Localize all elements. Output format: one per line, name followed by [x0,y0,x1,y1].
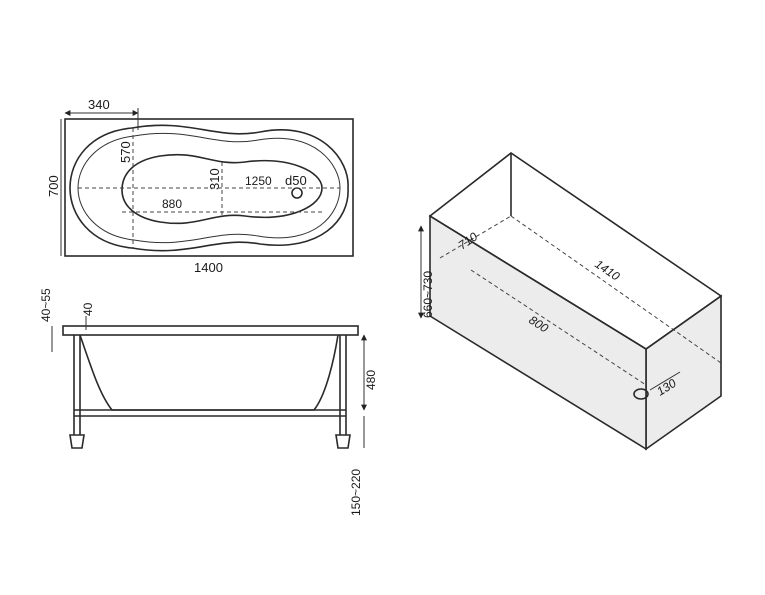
tub-basin [121,153,323,225]
tub-outer-rim [69,124,349,252]
tub-inner-rim [77,132,341,244]
side-rim [62,325,359,336]
side-foot-left [69,434,85,449]
top-view: 340 570 700 310 1250 d50 880 1400 [46,97,354,275]
dim-1250: 1250 [245,174,272,188]
dim-1400: 1400 [194,260,223,275]
dim-700: 700 [46,175,61,197]
dim-150-220: 150~220 [349,469,363,516]
dim-1410: 1410 [592,257,622,284]
dim-880: 880 [162,197,182,211]
dim-40-55: 40~55 [39,288,53,322]
dim-660-730: 660~730 [421,271,435,318]
dim-d50: d50 [285,173,307,188]
dim-480: 480 [364,370,378,390]
dim-40: 40 [81,302,95,316]
side-view: 40~55 40 480 150~220 [39,288,378,516]
iso-view: 660~730 710 1410 800 130 [418,152,723,451]
drain-icon [291,187,303,199]
dim-310: 310 [207,168,222,190]
dim-340: 340 [88,97,110,112]
top-view-outline [64,118,354,257]
side-foot-right [335,434,351,449]
dim-570: 570 [118,141,133,163]
iso-drain-icon [633,388,649,400]
iso-top-outline [428,152,723,350]
side-tub-body [79,334,339,411]
